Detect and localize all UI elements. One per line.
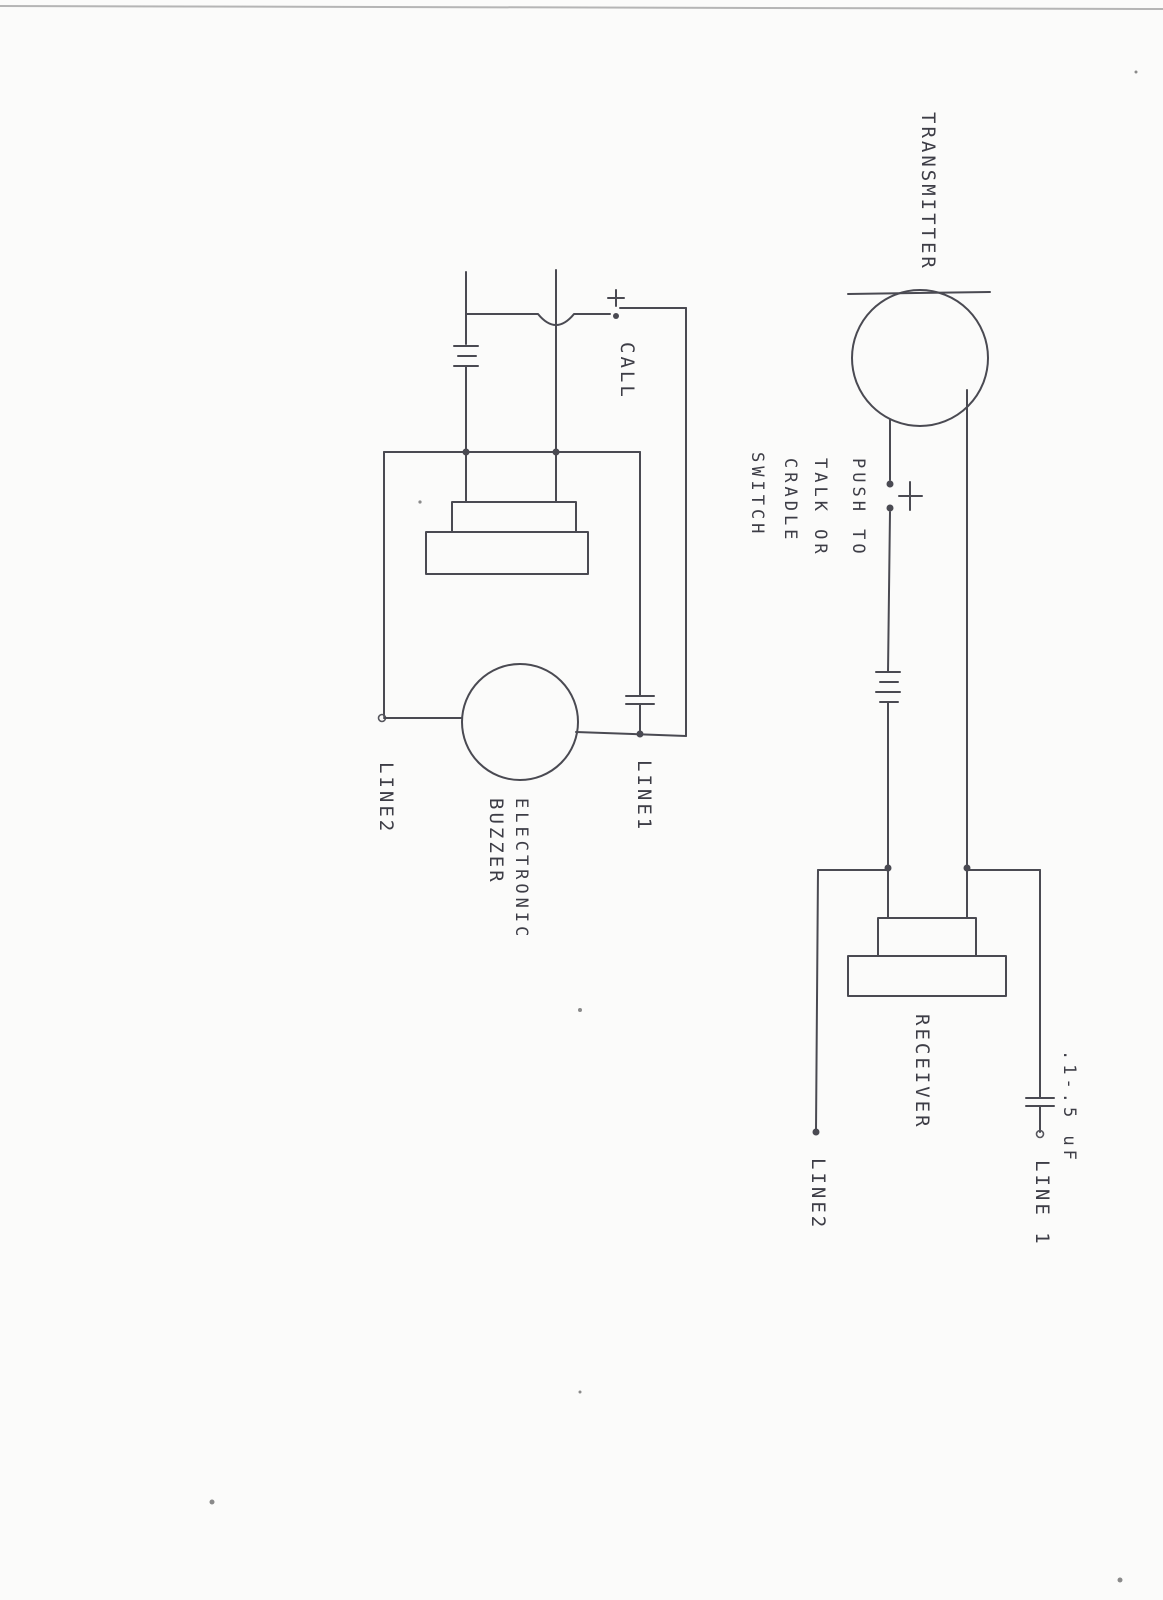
transmitter-symbol xyxy=(851,289,989,427)
label-switch: SWITCH xyxy=(747,452,767,537)
buzzer-lead-right xyxy=(575,731,687,737)
telephone-circuit xyxy=(812,289,1055,1139)
label-buzzer: BUZZER xyxy=(485,798,507,885)
battery-symbol-left xyxy=(453,345,479,367)
label-transmitter: TRANSMITTER xyxy=(917,112,939,271)
wire-crossover xyxy=(465,313,611,326)
label-call: CALL xyxy=(616,342,638,400)
label-electronic: ELECTRONIC xyxy=(511,798,531,940)
battery-symbol-right xyxy=(875,671,901,703)
buzzer-winding-lower xyxy=(425,531,589,575)
label-line1-left: LINE1 xyxy=(633,760,655,832)
push-to-talk-switch-symbol xyxy=(898,481,923,511)
label-receiver: RECEIVER xyxy=(911,1014,933,1130)
scan-specks xyxy=(209,70,1138,1583)
line2-right-lead xyxy=(815,869,819,1131)
page-top-edge xyxy=(0,5,1163,10)
buzzer-circuit xyxy=(377,269,687,781)
transmitter-contact-line xyxy=(847,291,991,295)
label-push-to: PUSH TO xyxy=(848,458,868,558)
label-line1-right: LINE 1 xyxy=(1031,1160,1053,1247)
receiver-winding-upper xyxy=(877,917,977,957)
electronic-buzzer-symbol xyxy=(461,663,579,781)
label-capacitor-value: .1-.5 uF xyxy=(1059,1050,1079,1164)
receiver-winding-lower xyxy=(847,955,1007,997)
switch-to-battery-wire xyxy=(887,511,891,673)
label-talk-or: TALK OR xyxy=(810,458,830,558)
label-line2-right: LINE2 xyxy=(807,1158,829,1230)
call-button-symbol xyxy=(607,289,625,319)
capacitor-symbol-right xyxy=(1025,1097,1055,1107)
label-line2-left: LINE2 xyxy=(375,762,397,834)
capacitor-symbol-left xyxy=(625,695,655,705)
buzzer-winding-upper xyxy=(451,501,577,533)
label-cradle: CRADLE xyxy=(780,458,800,543)
